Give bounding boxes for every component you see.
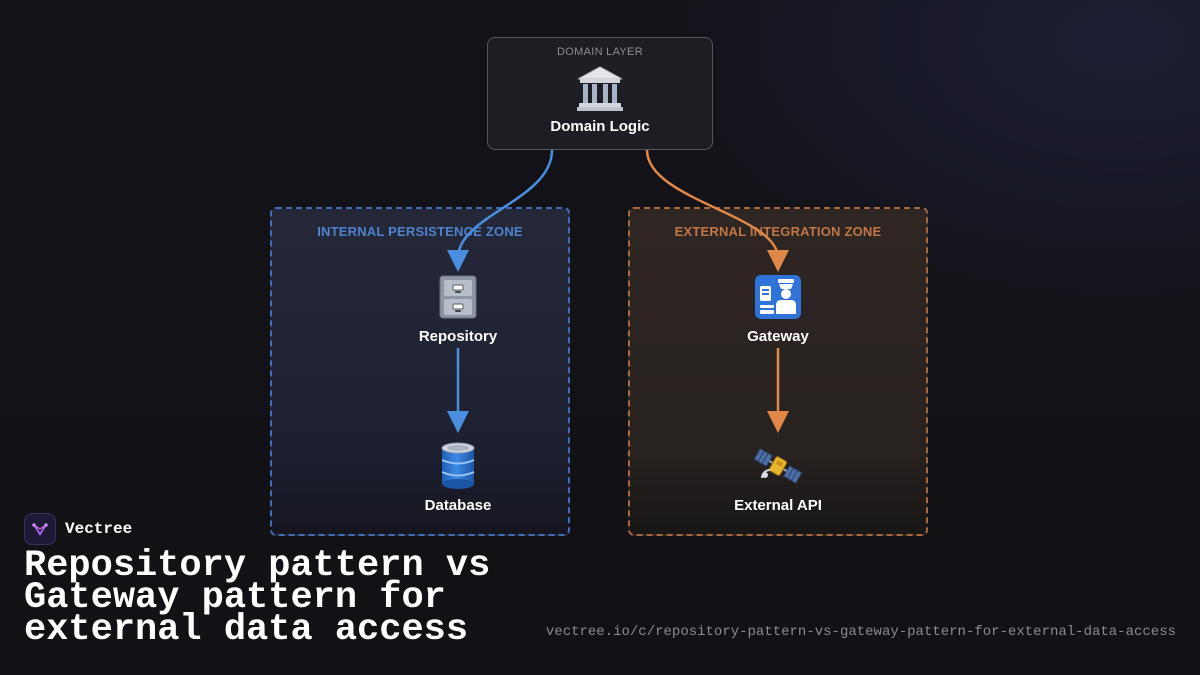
file-cabinet-icon [378, 272, 538, 322]
internal-zone-title: INTERNAL PERSISTENCE ZONE [317, 224, 523, 239]
external-api-node: External API [698, 441, 858, 514]
brand-name: Vectree [65, 520, 133, 538]
database-node: Database [378, 441, 538, 514]
vectree-logo-icon [24, 513, 56, 545]
external-integration-zone: EXTERNAL INTEGRATION ZONE [628, 207, 928, 536]
satellite-icon [698, 441, 858, 491]
database-icon [378, 441, 538, 491]
headline-line: Gateway pattern for [24, 577, 446, 619]
brand-block: Vectree [24, 512, 132, 546]
classical-building-icon [488, 64, 712, 114]
repository-label: Repository [418, 328, 498, 345]
external-api-label: External API [734, 497, 822, 514]
page-headline: Repository pattern vs Gateway pattern fo… [24, 545, 544, 651]
gateway-label: Gateway [747, 328, 809, 345]
domain-layer-kicker: DOMAIN LAYER [557, 46, 643, 58]
headline-line: external data access [24, 609, 469, 651]
domain-logic-card: DOMAIN LAYER Domain Logic [487, 37, 713, 150]
passport-control-icon [698, 272, 858, 322]
repository-node: Repository [378, 272, 538, 345]
source-url: vectree.io/c/repository-pattern-vs-gatew… [545, 624, 1176, 640]
external-zone-title: EXTERNAL INTEGRATION ZONE [674, 224, 882, 239]
headline-line: Repository pattern vs [24, 545, 491, 587]
domain-logic-label: Domain Logic [550, 118, 650, 135]
database-label: Database [424, 497, 492, 514]
gateway-node: Gateway [698, 272, 858, 345]
